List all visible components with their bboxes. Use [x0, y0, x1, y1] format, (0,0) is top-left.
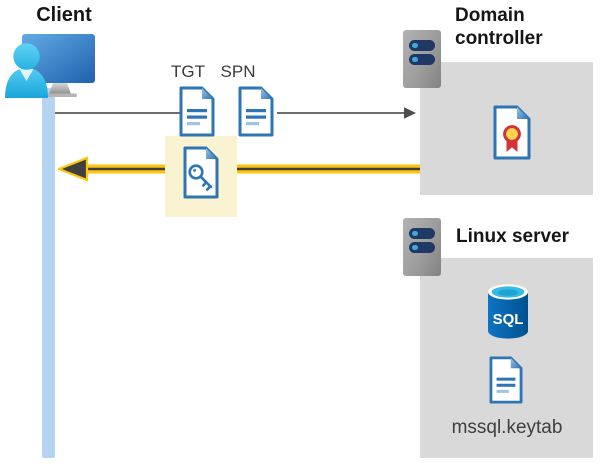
server-led-dot [412, 56, 418, 63]
spn-label: SPN [220, 62, 256, 81]
keytab-document-icon [489, 356, 523, 404]
server-led-dot [412, 42, 418, 49]
ribbon-seal [503, 125, 521, 143]
server-led-dot [412, 244, 418, 251]
domain-controller-title: Domain controller [455, 5, 543, 49]
certificate-icon [493, 105, 531, 160]
user-workstation-icon [5, 34, 95, 98]
key-document-icon [183, 146, 219, 199]
server-bar [409, 40, 435, 51]
tgt-label: TGT [171, 62, 205, 81]
client-title: Client [36, 4, 92, 26]
left-arrowhead-icon [58, 156, 89, 182]
sql-database-icon: SQL [488, 284, 528, 339]
keytab-filename: mssql.keytab [451, 417, 563, 438]
request-arrow [55, 107, 416, 119]
domain-controller-server-icon [403, 30, 441, 88]
spn-document-icon [238, 86, 274, 137]
tgt-document-icon [179, 86, 215, 137]
server-led-dot [412, 230, 418, 237]
right-arrowhead-icon [404, 107, 416, 119]
server-bar [409, 54, 435, 65]
monitor-stand [49, 83, 71, 94]
client-lifeline [42, 88, 55, 458]
response-arrow [58, 156, 420, 182]
linux-server-icon [403, 218, 441, 276]
server-bar [409, 228, 435, 239]
linux-server-title: Linux server [456, 226, 569, 247]
person-icon [5, 68, 48, 98]
sql-text: SQL [493, 311, 524, 328]
monitor-icon [22, 34, 95, 83]
server-bar [409, 242, 435, 253]
